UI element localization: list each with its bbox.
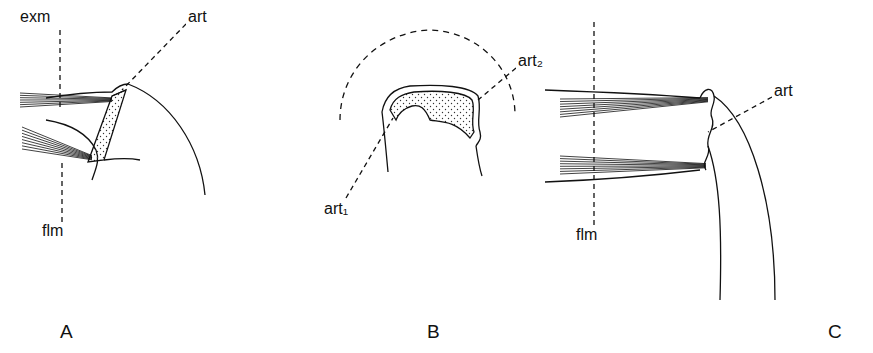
panel-letter: B (425, 322, 442, 343)
muscle-fibre (560, 168, 706, 174)
muscle-fibre (560, 102, 708, 117)
muscle-label: flm (574, 226, 599, 244)
muscle-fibre (20, 93, 112, 98)
panel-letter: C (826, 322, 844, 343)
muscle-fibre (560, 156, 706, 164)
muscle-fibre (22, 127, 92, 156)
muscle-fibre (22, 146, 92, 159)
panel-letter: A (58, 322, 75, 343)
articulation-label: art₂ (516, 52, 545, 70)
muscle-fibre (560, 161, 706, 165)
muscle-fibre (20, 95, 112, 98)
muscle-fibre (22, 149, 92, 160)
articulation-label: art (772, 82, 795, 100)
muscle-fibre (560, 159, 706, 165)
muscle-fibre (20, 102, 112, 108)
muscle-fibre (560, 101, 708, 112)
muscle-fibre (20, 98, 112, 99)
muscle-fibre (22, 140, 92, 158)
articulation-label: art₁ (322, 200, 350, 218)
muscle-label: exm (18, 8, 52, 26)
muscle-fibre (560, 101, 708, 114)
articulation-label: art (186, 8, 209, 26)
muscle-label: flm (40, 222, 65, 240)
muscle-fibre (560, 164, 706, 166)
